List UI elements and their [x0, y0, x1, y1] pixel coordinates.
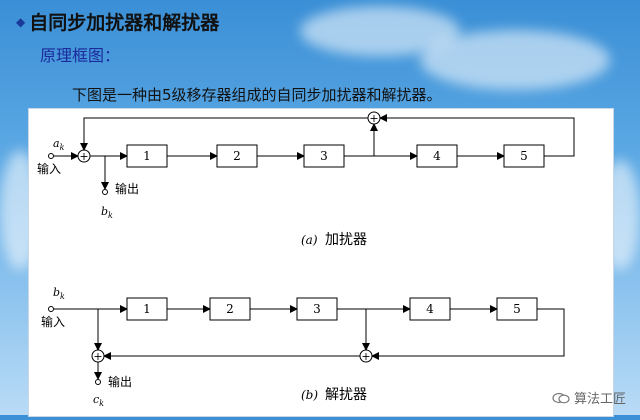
caption-tag: (b)	[301, 388, 318, 402]
adder-symbol: +	[361, 350, 370, 363]
slide-description: 下图是一种由5级移存器组成的自同步加扰器和解扰器。	[72, 86, 442, 104]
watermark-text: 算法工匠	[573, 392, 626, 407]
caption-tag: (a)	[301, 233, 318, 247]
diagram-panel: ak 输入 + 输出 bk 1 2 3 4	[28, 108, 614, 417]
scrambler-diagram: ak 输入 + 输出 bk 1 2 3 4	[37, 111, 575, 248]
register-label: 2	[226, 302, 234, 316]
output-label: 输出	[108, 374, 132, 389]
input-symbol: bk	[53, 286, 65, 301]
output-symbol: bk	[101, 205, 113, 220]
register-label: 3	[313, 302, 321, 316]
adder-symbol: +	[369, 112, 378, 125]
input-terminal	[48, 306, 54, 312]
register-label: 5	[520, 149, 528, 163]
register-label: 5	[513, 302, 521, 316]
output-terminal	[102, 189, 108, 195]
register-label: 4	[433, 149, 441, 163]
register-label: 1	[143, 302, 151, 316]
watermark: 算法工匠	[552, 388, 626, 407]
register-label: 3	[320, 149, 328, 163]
slide-title-text: 自同步加扰器和解扰器	[29, 12, 220, 34]
adder-symbol: +	[93, 350, 102, 363]
input-terminal	[48, 153, 54, 159]
input-label: 输入	[41, 314, 65, 329]
wechat-icon	[552, 392, 570, 403]
adder-symbol: +	[79, 150, 88, 163]
input-label: 输入	[37, 161, 61, 176]
caption-text: 加扰器	[325, 232, 367, 248]
register-label: 2	[233, 149, 241, 163]
output-terminal	[95, 379, 101, 385]
input-symbol: ak	[53, 137, 65, 152]
block-diagram: ak 输入 + 输出 bk 1 2 3 4	[37, 111, 575, 408]
caption-text: 解扰器	[325, 387, 367, 403]
register-label: 4	[426, 302, 434, 316]
slide-title: ◆ 自同步加扰器和解扰器	[16, 8, 219, 35]
descrambler-diagram: bk 输入 1 2 3 4 5 +	[41, 286, 565, 408]
slide-subtitle: 原理框图：	[40, 46, 121, 65]
cloud	[420, 30, 610, 90]
output-label: 输出	[115, 181, 139, 196]
register-label: 1	[143, 149, 151, 163]
diamond-bullet-icon: ◆	[16, 14, 26, 29]
output-symbol: ck	[93, 393, 104, 408]
